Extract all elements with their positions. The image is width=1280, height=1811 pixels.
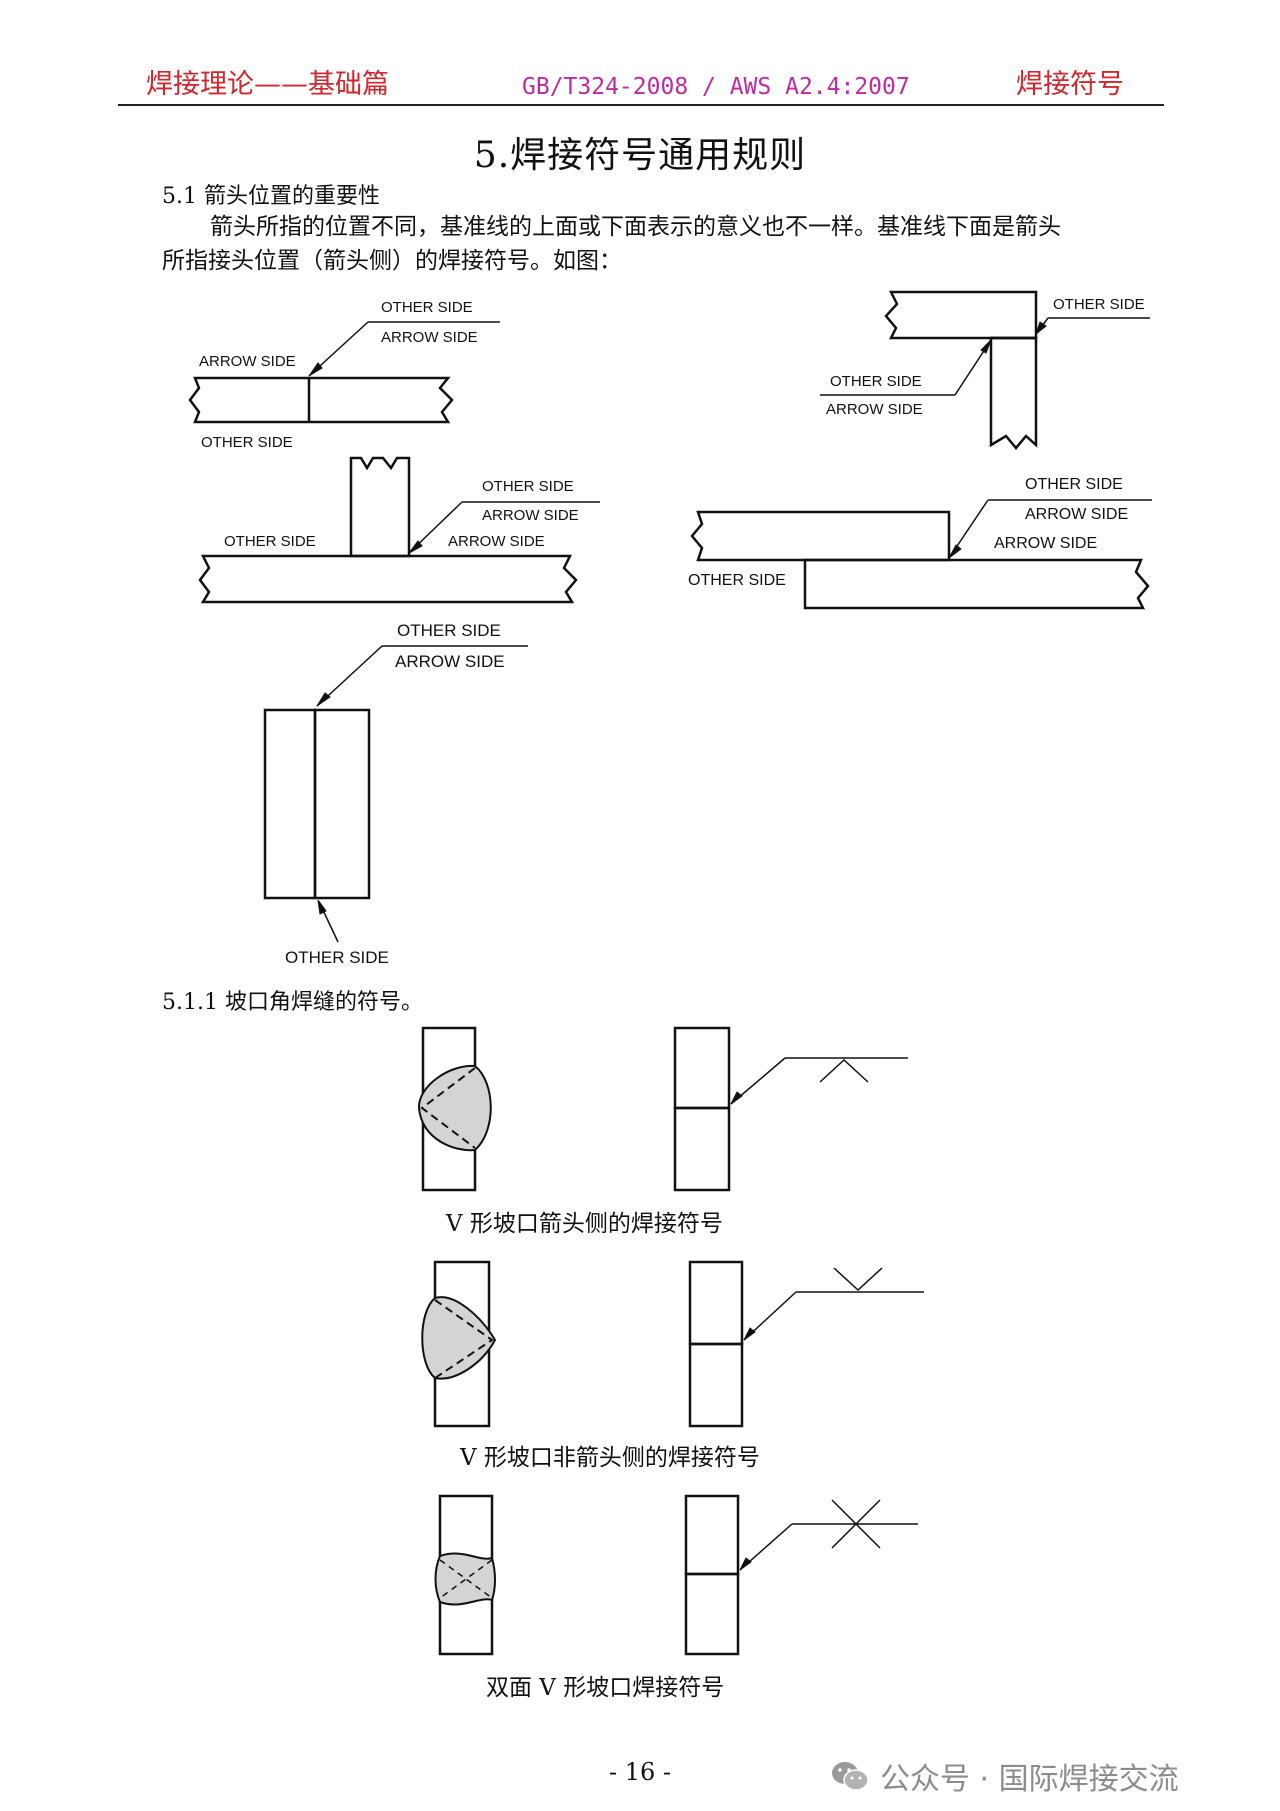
watermark-text: 公众号 · 国际焊接交流 — [880, 1762, 1179, 1797]
page-number: - 16 - — [608, 1758, 671, 1786]
label-other-side: OTHER SIDE — [397, 621, 501, 640]
caption-v-groove-arrow-side: V 形坡口箭头侧的焊接符号 — [446, 1211, 723, 1237]
label-other-side: OTHER SIDE — [285, 948, 389, 967]
label-other-side: OTHER SIDE — [224, 533, 316, 550]
section-5-1-paragraph: 箭头所指的位置不同，基准线的上面或下面表示的意义也不一样。基准线下面是箭头 所指… — [162, 210, 1162, 278]
page-title: 5.焊接符号通用规则 — [473, 135, 807, 176]
label-other-side: OTHER SIDE — [830, 373, 922, 390]
v-groove-other-side-diagram — [421, 1260, 924, 1428]
caption-v-groove-other-side: V 形坡口非箭头侧的焊接符号 — [460, 1445, 760, 1471]
label-other-side: OTHER SIDE — [482, 478, 574, 495]
section-5-1-1-heading: 5.1.1 坡口角焊缝的符号。 — [162, 990, 423, 1015]
t-joint-diagram: OTHER SIDE ARROW SIDE ARROW SIDE OTHER S… — [198, 456, 600, 604]
butt-joint-diagram: OTHER SIDE ARROW SIDE ARROW SIDE OTHER S… — [188, 299, 500, 451]
label-other-side: OTHER SIDE — [201, 434, 293, 451]
label-arrow-side: ARROW SIDE — [199, 353, 296, 370]
label-arrow-side: ARROW SIDE — [826, 401, 923, 418]
label-arrow-side: ARROW SIDE — [395, 652, 505, 671]
edge-joint-diagram: OTHER SIDE ARROW SIDE OTHER SIDE — [263, 621, 528, 967]
lap-joint-diagram: OTHER SIDE ARROW SIDE ARROW SIDE OTHER S… — [688, 476, 1152, 610]
header-standard-code: GB/T324-2008 / AWS A2.4:2007 — [522, 74, 910, 100]
label-other-side: OTHER SIDE — [688, 572, 786, 589]
caption-double-v-groove: 双面 V 形坡口焊接符号 — [486, 1675, 725, 1701]
paragraph-line-1: 箭头所指的位置不同，基准线的上面或下面表示的意义也不一样。基准线下面是箭头 — [210, 214, 1061, 240]
paragraph-line-2: 所指接头位置（箭头侧）的焊接符号。如图： — [162, 248, 622, 274]
watermark: 公众号 · 国际焊接交流 — [830, 1754, 1179, 1798]
header-left-title: 焊接理论——基础篇 — [146, 69, 389, 100]
label-arrow-side: ARROW SIDE — [1025, 506, 1128, 523]
label-other-side: OTHER SIDE — [1025, 476, 1123, 493]
section-5-1-heading: 5.1 箭头位置的重要性 — [162, 184, 380, 209]
header-divider — [118, 104, 1164, 106]
double-v-groove-diagram — [434, 1494, 918, 1656]
wechat-icon — [830, 1759, 870, 1793]
corner-joint-diagram: OTHER SIDE OTHER SIDE ARROW SIDE — [820, 290, 1150, 450]
label-other-side: OTHER SIDE — [1053, 296, 1145, 313]
label-arrow-side: ARROW SIDE — [381, 329, 478, 346]
v-groove-arrow-side-diagram — [417, 1026, 908, 1192]
label-arrow-side: ARROW SIDE — [482, 507, 579, 524]
label-other-side: OTHER SIDE — [381, 299, 473, 316]
header-right-title: 焊接符号 — [1016, 69, 1124, 100]
label-arrow-side: ARROW SIDE — [448, 533, 545, 550]
label-arrow-side: ARROW SIDE — [994, 535, 1097, 552]
